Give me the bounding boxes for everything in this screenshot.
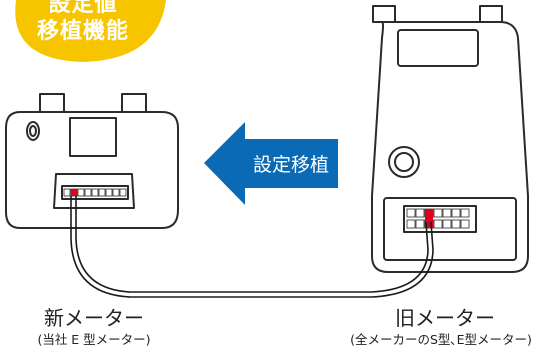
transfer-arrow [204,122,338,205]
transfer-arrow-label: 設定移植 [253,154,329,176]
new-meter-pins [63,188,127,197]
old-meter-tab-left [372,5,396,23]
new-meter-body [5,111,179,229]
feature-badge [15,0,166,62]
old-meter-display [397,29,479,67]
new-meter-device [5,93,179,229]
new-meter-caption: 新メーター [44,306,144,330]
badge-title-line1: 設定値 [48,0,118,17]
old-meter-pin-highlight [425,209,433,228]
new-meter-display [69,117,117,157]
new-meter-tab-right [121,93,147,113]
new-meter-tab-left [39,93,65,113]
badge-title-line2: 移植機能 [36,19,129,44]
old-meter-device [371,5,529,273]
new-meter-pin-highlight [71,189,77,196]
old-meter-tab-right [479,5,503,23]
old-meter-caption: 旧メーター [395,306,495,330]
old-meter-subtitle: (全メーカーのS型､E型メーター) [350,332,532,347]
transfer-cable [70,196,434,298]
new-meter-subtitle: (当社 E 型メーター) [37,332,151,347]
